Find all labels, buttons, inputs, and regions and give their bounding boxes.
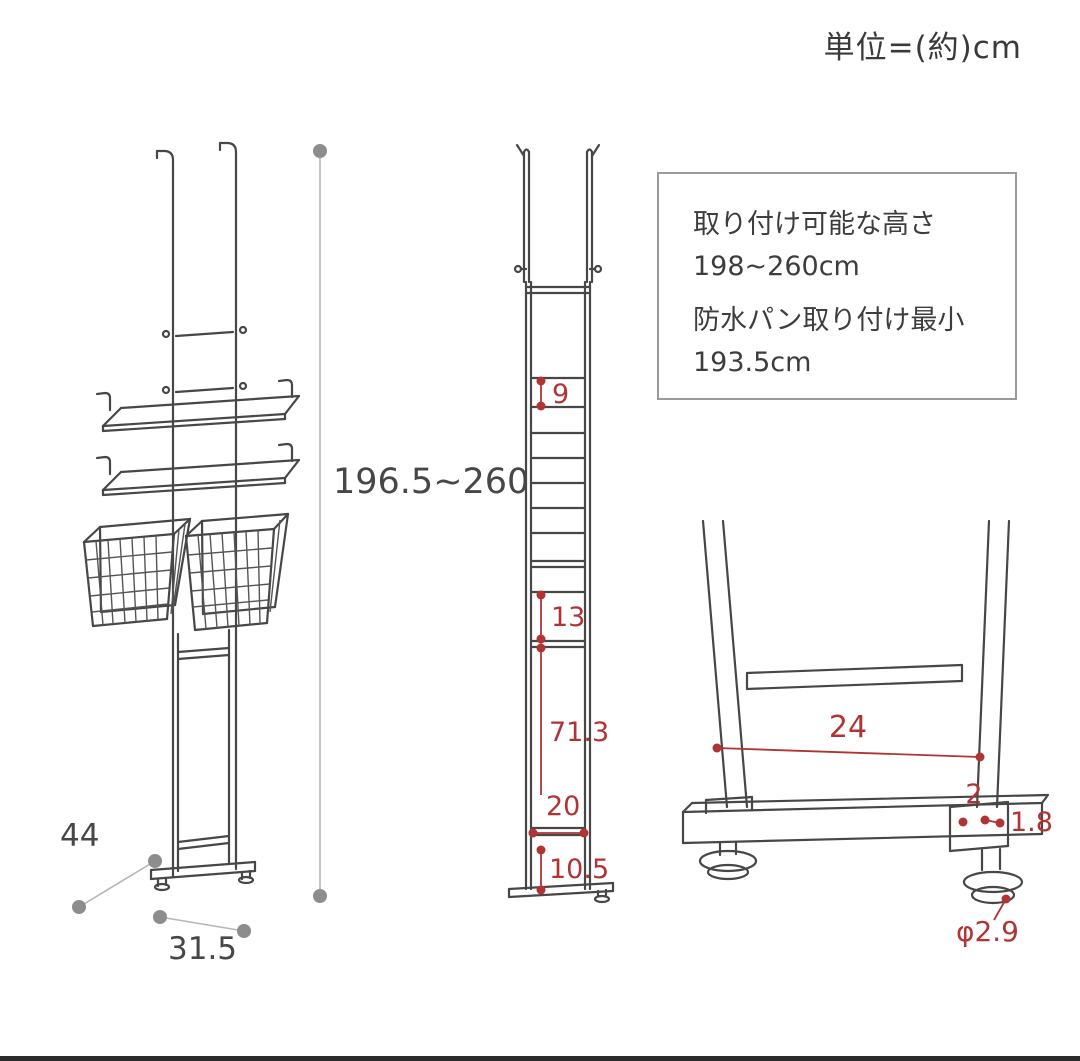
bottom-edge xyxy=(0,1056,1080,1061)
side-dim-20: 20 xyxy=(546,791,580,822)
waterproof-pan-value: 193.5cm xyxy=(693,346,812,378)
front-height-dim: 196.5~260 xyxy=(333,462,529,502)
side-dim-9: 9 xyxy=(552,379,569,410)
base-dim-24: 24 xyxy=(829,710,867,745)
base-dim-1-8: 1.8 xyxy=(1010,807,1053,838)
side-dim-71-3: 71.3 xyxy=(549,717,609,748)
base-detail-drawing: 24 2 1.8 φ2.9 xyxy=(681,519,1053,948)
front-width-dim: 31.5 xyxy=(168,931,237,967)
base-dim-2: 2 xyxy=(965,779,982,810)
waterproof-pan-title: 防水パン取り付け最小 xyxy=(693,304,965,336)
install-height-title: 取り付け可能な高さ xyxy=(693,209,936,240)
front-view-drawing: 196.5~260 44 31.5 xyxy=(60,141,529,967)
base-detail-dimensions: 24 2 1.8 φ2.9 xyxy=(712,710,1053,948)
front-view-dimensions: 196.5~260 44 31.5 xyxy=(60,144,529,967)
side-view-drawing: 9 13 71.3 20 10.5 xyxy=(507,143,615,904)
spec-info-box: 取り付け可能な高さ 198~260cm 防水パン取り付け最小 193.5cm xyxy=(657,172,1017,400)
front-depth-dim: 44 xyxy=(60,818,99,854)
wire-basket-mesh xyxy=(85,519,281,630)
install-height-value: 198~260cm xyxy=(693,250,860,282)
side-dim-13: 13 xyxy=(551,602,585,633)
unit-label: 単位=(約)cm xyxy=(823,30,1022,66)
side-view-dimensions: 9 13 71.3 20 10.5 xyxy=(528,376,609,895)
side-dim-10-5: 10.5 xyxy=(549,854,609,885)
base-dim-foot-dia: φ2.9 xyxy=(956,915,1019,948)
